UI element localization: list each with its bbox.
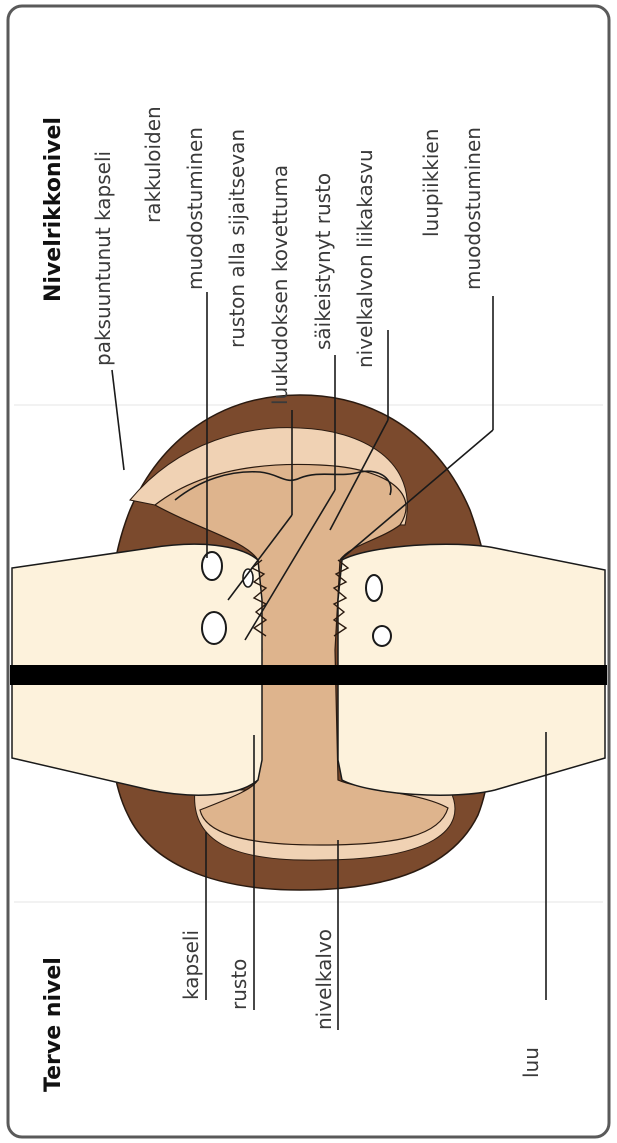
label-cartilage: rusto xyxy=(227,959,251,1010)
label-osteophyte-line2: muodostuminen xyxy=(461,127,485,290)
title-osteoarthritis: Nivelrikkonivel xyxy=(41,117,66,302)
label-fibrillated-cartilage: säikeistynyt rusto xyxy=(311,173,335,350)
bone-cyst-3 xyxy=(366,575,382,601)
label-subchondral-line2: luukudoksen kovettuma xyxy=(268,165,292,405)
label-synovium: nivelkalvo xyxy=(312,929,336,1030)
label-cyst-line2: muodostuminen xyxy=(183,127,207,290)
label-cyst-line1: rakkuloiden xyxy=(141,106,165,223)
bone-cyst-1 xyxy=(202,552,222,580)
bone-cyst-4 xyxy=(373,626,391,646)
label-capsule: kapseli xyxy=(179,930,203,1000)
section-divider xyxy=(10,665,607,685)
label-subchondral-line1: ruston alla sijaitsevan xyxy=(225,129,249,348)
label-thickened-capsule: paksuuntunut kapseli xyxy=(91,151,115,366)
title-healthy: Terve nivel xyxy=(41,957,66,1092)
label-bone: luu xyxy=(519,1047,543,1078)
label-synovial-hyperplasia: nivelkalvon liikakasvu xyxy=(353,149,377,368)
label-osteophyte-line1: luupiikkien xyxy=(419,129,443,237)
bone-cyst-2 xyxy=(202,612,226,644)
